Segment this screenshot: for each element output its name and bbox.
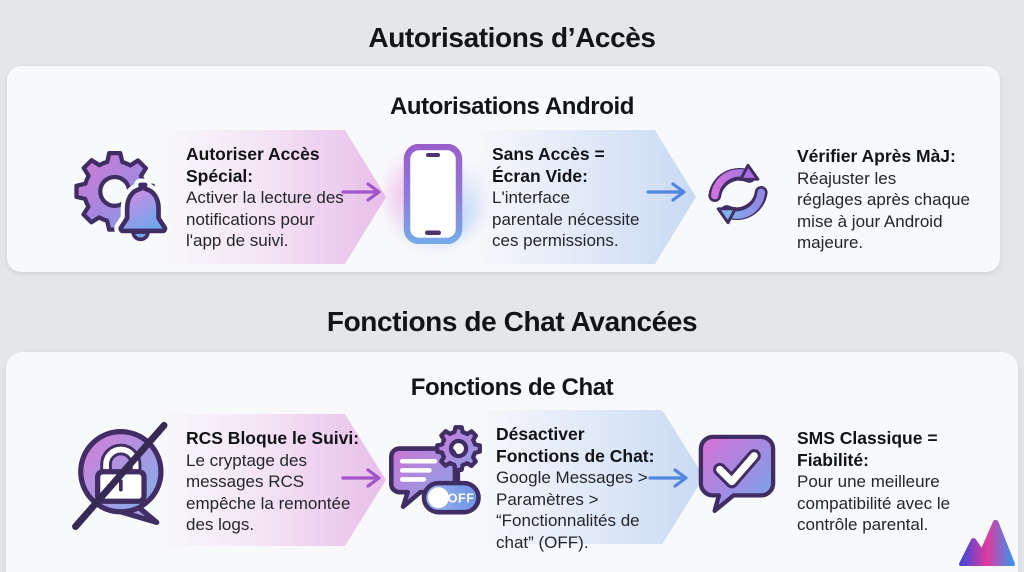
chat-checkmark-icon (694, 426, 780, 520)
item-body: Google Messages > Paramètres > “Fonction… (496, 468, 648, 552)
toggle-off-label: OFF (448, 491, 475, 506)
item-body: Le cryptage des messages RCS empêche la … (186, 450, 351, 535)
item-desactiver-fonctions-de-chat: Désactiver Fonctions de Chat: Google Mes… (496, 424, 681, 553)
item-verifier-apres-maj: Vérifier Après MàJ: Réajuster les réglag… (797, 146, 1002, 254)
chat-settings-off-toggle-icon: OFF (384, 424, 484, 524)
brand-m-logo (958, 516, 1016, 566)
android-permissions-card-title: Autorisations Android (389, 93, 635, 120)
arrow-right-icon (648, 468, 692, 488)
chevron-background-pink (158, 414, 386, 546)
chat-features-section-title: Fonctions de Chat Avancées (326, 306, 698, 337)
gear-bell-icon (72, 148, 174, 244)
item-heading: Vérifier Après MàJ: (797, 146, 956, 166)
item-body: Pour une meilleure compatibilité avec le… (797, 472, 951, 534)
arrow-right-icon (341, 182, 385, 202)
smartphone-icon (402, 144, 464, 244)
chat-functions-card-title: Fonctions de Chat (410, 374, 614, 401)
page-title: Autorisations d’Accès (368, 22, 656, 53)
item-heading: RCS Bloque le Suivi: (186, 428, 360, 448)
item-heading: Désactiver Fonctions de Chat: (496, 424, 655, 466)
item-sms-classique-fiabilite: SMS Classique = Fiabilité: Pour une meil… (797, 428, 997, 536)
item-body: Réajuster les réglages après chaque mise… (797, 168, 970, 253)
item-body: L'interface parentale nécessite ces perm… (492, 188, 640, 250)
arrow-right-icon (646, 182, 690, 202)
refresh-sync-icon (698, 152, 778, 236)
chevron-background-blue (468, 130, 696, 264)
item-heading: SMS Classique = Fiabilité: (797, 428, 938, 470)
item-heading: Sans Accès = Écran Vide: (492, 144, 605, 186)
rcs-lock-blocked-icon (66, 418, 182, 536)
chevron-background-pink (158, 130, 386, 264)
item-body: Activer la lecture des notifications pou… (186, 188, 344, 250)
item-heading: Autoriser Accès Spécial: (186, 144, 320, 186)
item-sans-acces-ecran-vide: Sans Accès = Écran Vide: L'interface par… (492, 144, 677, 252)
item-rcs-bloque-le-suivi: RCS Bloque le Suivi: Le cryptage des mes… (186, 428, 381, 536)
arrow-right-icon (341, 468, 385, 488)
item-autoriser-acces-special: Autoriser Accès Spécial: Activer la lect… (186, 144, 376, 252)
